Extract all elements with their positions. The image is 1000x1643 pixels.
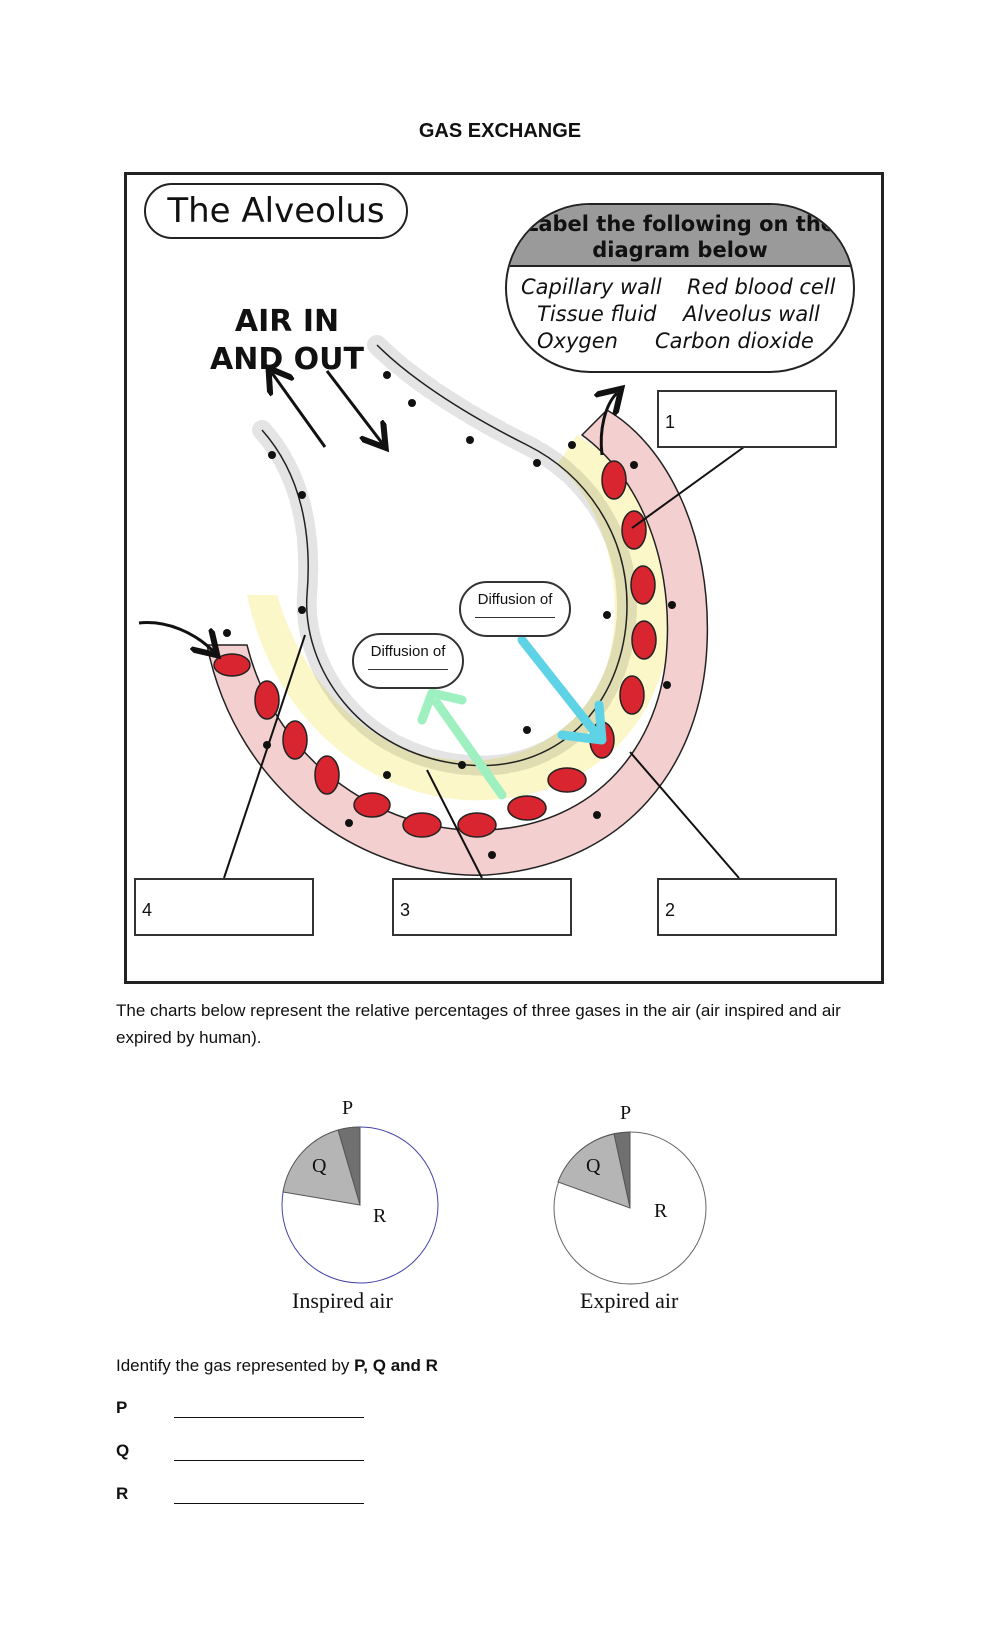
diffusion-blank[interactable] xyxy=(368,668,448,670)
label-box-3[interactable]: 3 xyxy=(392,878,572,936)
question-text: Identify the gas represented by P, Q and… xyxy=(116,1356,438,1376)
intro-text: The charts below represent the relative … xyxy=(116,1001,841,1047)
label-box-number: 1 xyxy=(665,412,676,432)
diffusion-bubble-right: Diffusion of xyxy=(459,581,571,637)
figure-title: The Alveolus xyxy=(144,183,408,239)
pie-chart-expired: P Q R Expired air xyxy=(540,1102,720,1330)
carbon-dioxide-arrow xyxy=(517,635,602,740)
question-bold: P, Q and R xyxy=(354,1356,438,1375)
pie-label-q: Q xyxy=(586,1155,601,1177)
answer-line-q[interactable] xyxy=(174,1459,364,1461)
answer-label-q: Q xyxy=(116,1441,130,1460)
answer-line-r[interactable] xyxy=(174,1502,364,1504)
alveolus-diagram: The Alveolus Label the following on the … xyxy=(124,172,884,984)
label-box-4[interactable]: 4 xyxy=(134,878,314,936)
pie-label-r: R xyxy=(373,1205,387,1227)
pie-caption: Inspired air xyxy=(292,1288,393,1313)
key-item-carbon-dioxide: Carbon dioxide xyxy=(655,329,814,353)
key-item-alveolus-wall: Alveolus wall xyxy=(683,302,820,326)
key-item-capillary-wall: Capillary wall xyxy=(521,275,662,299)
diffusion-label: Diffusion of xyxy=(477,591,553,608)
pie-caption: Expired air xyxy=(580,1288,679,1313)
alveolus-illustration xyxy=(138,335,745,879)
pie-label-r: R xyxy=(654,1200,668,1222)
air-in-out-label: AIR IN AND OUT xyxy=(207,303,367,379)
pie-expired-svg xyxy=(553,1131,707,1285)
slice-q xyxy=(282,1129,361,1206)
question-prefix: Identify the gas represented by xyxy=(116,1356,355,1375)
key-heading: Label the following on the diagram below xyxy=(507,205,853,267)
diffusion-blank[interactable] xyxy=(475,616,555,618)
key-heading-line1: Label the following on the xyxy=(524,212,836,236)
page-title: GAS EXCHANGE xyxy=(418,120,582,142)
pie-label-q: Q xyxy=(312,1155,327,1177)
pie-chart-inspired: P Q R Inspired air xyxy=(270,1097,450,1325)
key-item-oxygen: Oxygen xyxy=(537,329,618,353)
air-label-line1: AIR IN xyxy=(234,304,340,339)
label-box-number: 3 xyxy=(400,900,411,920)
label-box-1[interactable]: 1 xyxy=(657,390,837,448)
answer-label-p: P xyxy=(116,1398,128,1417)
key-item-red-blood-cell: Red blood cell xyxy=(687,275,836,299)
pie-label-p: P xyxy=(620,1102,632,1124)
label-box-2[interactable]: 2 xyxy=(657,878,837,936)
pie-label-p: P xyxy=(342,1097,354,1119)
pie-inspired-svg xyxy=(281,1126,439,1284)
label-box-number: 2 xyxy=(665,900,676,920)
diffusion-bubble-left: Diffusion of xyxy=(352,633,464,689)
key-item-tissue-fluid: Tissue fluid xyxy=(537,302,657,326)
label-key-panel: Label the following on the diagram below… xyxy=(505,203,855,373)
slice-q xyxy=(557,1133,631,1209)
key-heading-line2: diagram below xyxy=(592,238,768,262)
oxygen-arrow xyxy=(432,698,507,800)
label-box-number: 4 xyxy=(142,900,153,920)
air-label-line2: AND OUT xyxy=(210,342,364,377)
diffusion-label: Diffusion of xyxy=(370,643,446,660)
answer-label-r: R xyxy=(116,1484,129,1503)
answer-line-p[interactable] xyxy=(174,1416,364,1418)
